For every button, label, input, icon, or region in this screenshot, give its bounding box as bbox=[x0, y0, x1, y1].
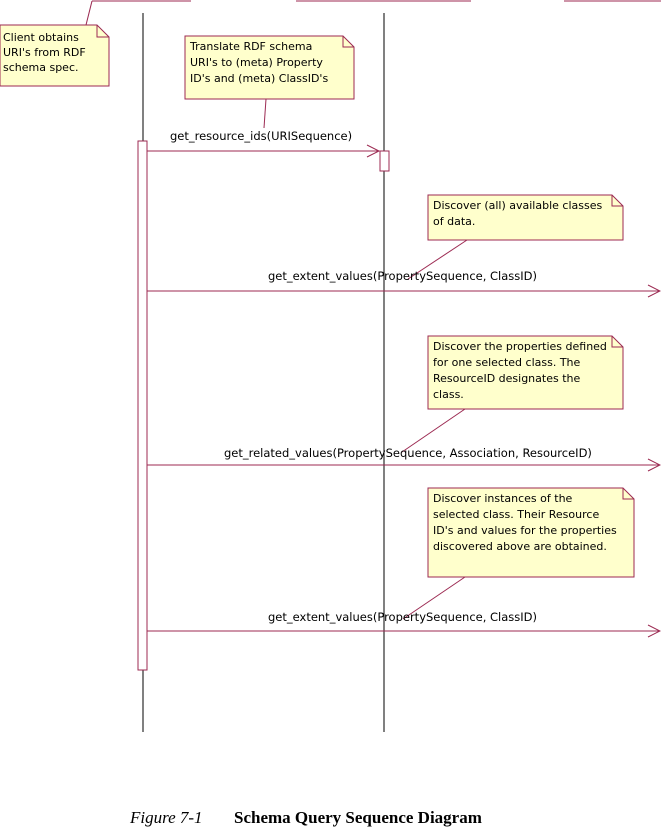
message-label: get_extent_values(PropertySequence, Clas… bbox=[268, 610, 537, 624]
note-discover-instances-line-3: ID's and values for the properties bbox=[433, 524, 617, 537]
note-translate-line-3: ID's and (meta) ClassID's bbox=[190, 72, 328, 85]
note-discover-instances-line-4: discovered above are obtained. bbox=[433, 540, 607, 553]
arrowhead-icon bbox=[647, 624, 661, 638]
arrowhead-icon bbox=[647, 284, 661, 298]
note-discover-classes-line-2: of data. bbox=[433, 215, 475, 228]
note-connector-translate bbox=[263, 98, 267, 129]
figure-title: Schema Query Sequence Diagram bbox=[234, 808, 482, 827]
activation-client bbox=[137, 140, 148, 671]
note-connector-client bbox=[85, 0, 93, 26]
note-connector-discover-classes bbox=[407, 239, 468, 280]
note-discover-instances-line-2: selected class. Their Resource bbox=[433, 508, 599, 521]
figure-number: Figure 7-1 bbox=[130, 808, 203, 827]
note-client: Client obtains URI's from RDF schema spe… bbox=[0, 24, 110, 87]
note-translate-line-1: Translate RDF schema bbox=[189, 40, 312, 53]
note-translate: Translate RDF schema URI's to (meta) Pro… bbox=[184, 35, 355, 100]
note-connector-discover-properties bbox=[401, 408, 466, 453]
arrowhead-icon bbox=[647, 458, 661, 472]
message-get-extent-values-1: get_extent_values(PropertySequence, Clas… bbox=[147, 269, 661, 298]
note-discover-instances-line-1: Discover instances of the bbox=[433, 492, 573, 505]
note-discover-classes-line-1: Discover (all) available classes bbox=[433, 199, 602, 212]
message-get-related-values: get_related_values(PropertySequence, Ass… bbox=[147, 446, 661, 472]
arrowhead-icon bbox=[366, 144, 381, 158]
message-get-extent-values-2: get_extent_values(PropertySequence, Clas… bbox=[147, 610, 661, 638]
sequence-diagram: Client obtains URI's from RDF schema spe… bbox=[0, 0, 661, 732]
note-discover-instances: Discover instances of the selected class… bbox=[427, 487, 635, 578]
note-client-line-2: URI's from RDF bbox=[3, 46, 86, 59]
note-discover-classes: Discover (all) available classes of data… bbox=[427, 194, 624, 241]
note-client-line-3: schema spec. bbox=[3, 61, 79, 74]
note-discover-properties-line-2: for one selected class. The bbox=[433, 356, 581, 369]
note-discover-properties-line-3: ResourceID designates the bbox=[433, 372, 580, 385]
note-connector-discover-instances bbox=[402, 576, 466, 620]
figure-caption: Figure 7-1 Schema Query Sequence Diagram bbox=[130, 808, 482, 828]
note-discover-properties: Discover the properties defined for one … bbox=[427, 335, 624, 410]
note-client-line-1: Client obtains bbox=[3, 31, 79, 44]
message-label: get_related_values(PropertySequence, Ass… bbox=[224, 446, 592, 460]
note-discover-properties-line-1: Discover the properties defined bbox=[433, 340, 607, 353]
message-get-resource-ids: get_resource_ids(URISequence) bbox=[147, 129, 381, 158]
note-discover-properties-line-4: class. bbox=[433, 388, 464, 401]
note-translate-line-2: URI's to (meta) Property bbox=[190, 56, 323, 69]
activation-server bbox=[379, 150, 390, 172]
message-label: get_resource_ids(URISequence) bbox=[170, 129, 352, 143]
message-label: get_extent_values(PropertySequence, Clas… bbox=[268, 269, 537, 283]
